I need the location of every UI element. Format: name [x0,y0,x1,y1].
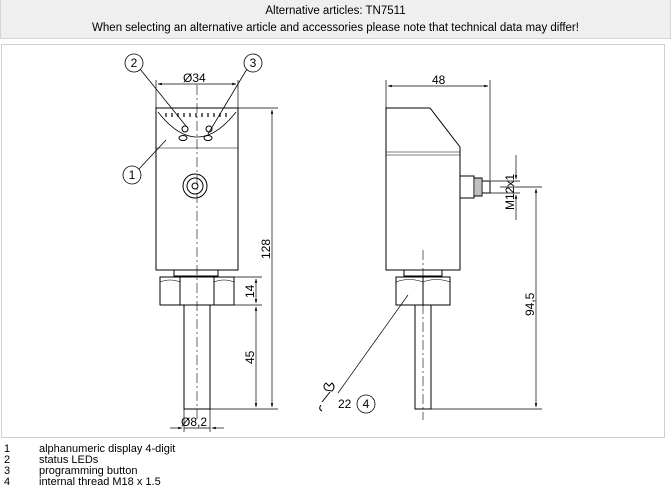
callout-3: 3 [250,56,257,70]
technical-data-warning: When selecting an alternative article an… [92,22,579,34]
side-dimensions [337,80,542,410]
wrench-icon [319,382,335,412]
legend-num: 2 [4,454,11,466]
connector-front-outer [182,173,208,199]
legend: 1 alphanumeric display 4-digit 2 status … [4,444,175,488]
side-view [385,107,491,420]
callout-1: 1 [129,168,136,182]
dim-probe-length: 45 [243,350,257,364]
display-segments [165,113,227,117]
callouts [122,53,263,185]
side-dimension-labels: 48 M12x1 94,5 [432,73,537,316]
legend-text: alphanumeric display 4-digit [39,443,176,455]
legend-num: 1 [4,443,11,455]
sensor-body-side [385,107,461,271]
dim-side-height: 94,5 [523,292,537,316]
legend-item: 2 status LEDs [4,455,175,466]
dim-height-total: 128 [259,239,273,259]
dim-diameter-top: Ø34 [183,71,206,85]
hex-nut-side [395,276,451,306]
connector-side [459,175,475,199]
dim-probe-diameter: Ø8,2 [181,415,207,429]
dim-width-side: 48 [432,73,446,87]
legend-item: 3 programming button [4,466,175,477]
dim-wrench-size: 22 [338,397,352,411]
front-dimensions [155,80,278,432]
legend-text: internal thread M18 x 1.5 [39,476,161,488]
legend-num: 3 [4,465,11,477]
alternative-articles-text: Alternative articles: TN7511 [265,5,406,17]
legend-text: status LEDs [39,454,99,466]
status-led-left [181,125,189,133]
front-view [155,85,239,420]
callout-4: 4 [363,397,370,411]
callout-2: 2 [131,56,138,70]
programming-button-right [203,135,213,141]
legend-text: programming button [39,465,138,477]
callout-4-circle [356,394,376,414]
legend-item: 4 internal thread M18 x 1.5 [4,477,175,488]
alternative-articles-notice: Alternative articles: TN7511 When select… [0,0,671,39]
dim-connector-thread: M12x1 [503,174,517,210]
legend-item: 1 alphanumeric display 4-digit [4,444,175,455]
legend-num: 4 [4,476,11,488]
probe-side [414,304,432,410]
front-dimension-labels: Ø34 128 14 45 Ø8,2 [181,71,273,429]
dim-thread-length: 14 [243,284,257,298]
dimension-drawing-frame [1,44,665,438]
display-arc [157,111,237,138]
programming-button-left [178,135,188,141]
